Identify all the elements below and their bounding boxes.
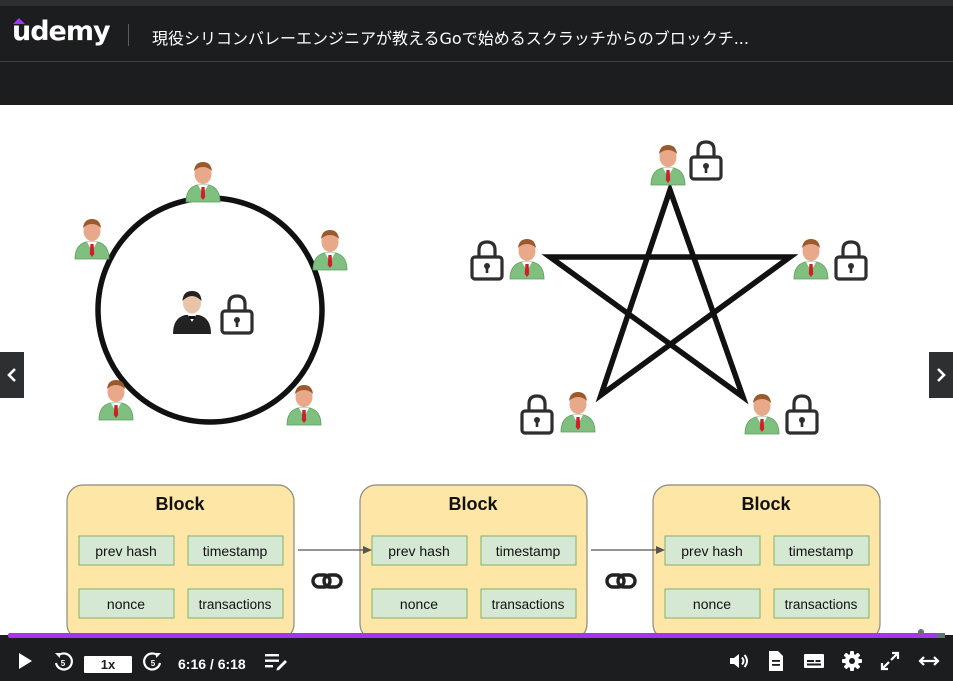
chevron-left-icon (7, 368, 16, 382)
peer-lock-icon (689, 140, 723, 181)
player-controls: 5 1x 5 6:16 / 6:18 (0, 640, 953, 681)
previous-lecture-button[interactable] (0, 352, 24, 398)
progress-handle-icon[interactable] (917, 628, 925, 636)
peer-lock-icon (785, 394, 819, 435)
peer-lock-icon (520, 394, 554, 435)
block-field: timestamp (203, 543, 268, 559)
expand-icon (880, 651, 900, 671)
rewind-5-icon: 5 (54, 652, 73, 671)
captions-icon (804, 654, 824, 668)
lecture-slide: Block prev hash timestamp nonce transact… (0, 105, 953, 635)
block-field: transactions (492, 597, 565, 612)
chain-link-icon (605, 573, 637, 589)
play-button[interactable] (14, 650, 36, 672)
block-field: nonce (107, 596, 145, 612)
block-field: transactions (785, 597, 858, 612)
block-field: nonce (400, 596, 438, 612)
slide-graphic: Block prev hash timestamp nonce transact… (66, 140, 881, 635)
volume-icon (730, 654, 748, 668)
forward-5-icon: 5 (143, 652, 162, 671)
chain-link-icon (311, 573, 343, 589)
peer-lock-icon (834, 240, 868, 281)
playback-speed-button[interactable]: 1x (84, 656, 132, 673)
settings-button[interactable] (840, 650, 864, 672)
rewind-button[interactable]: 5 (52, 650, 74, 672)
forward-button[interactable]: 5 (142, 650, 164, 672)
node-user-icon (74, 218, 110, 260)
notes-button[interactable] (264, 650, 288, 672)
block-card: Block prev hash timestamp nonce transact… (359, 484, 588, 635)
header-divider (128, 24, 129, 46)
theater-mode-button[interactable] (917, 650, 941, 672)
next-lecture-button[interactable] (929, 352, 953, 398)
block-field: prev hash (95, 543, 156, 559)
video-progress-bar[interactable] (8, 633, 940, 638)
peer-user-icon (650, 144, 686, 186)
fullscreen-button[interactable] (879, 650, 901, 672)
peer-user-icon (509, 238, 545, 280)
volume-button[interactable] (727, 650, 751, 672)
block-field: prev hash (388, 543, 449, 559)
block-field: timestamp (789, 543, 854, 559)
add-note-icon (265, 654, 287, 671)
logo-hat-icon (13, 18, 25, 24)
decentralized-network-diagram (470, 140, 868, 435)
block-field: nonce (693, 596, 731, 612)
peer-user-icon (793, 238, 829, 280)
block-title: Block (448, 494, 498, 514)
progress-remaining (937, 633, 945, 638)
centralized-network-diagram (74, 161, 348, 426)
course-title[interactable]: 現役シリコンバレーエンジニアが教えるGoで始めるスクラッチからのブロックチ... (152, 29, 749, 48)
video-time: 6:16 / 6:18 (178, 656, 246, 672)
gear-icon (842, 651, 862, 671)
block-field: prev hash (681, 543, 742, 559)
header-bar: udemy 現役シリコンバレーエンジニアが教えるGoで始めるスクラッチからのブロ… (0, 0, 953, 62)
blockchain-diagram: Block prev hash timestamp nonce transact… (66, 484, 881, 635)
transcript-button[interactable] (765, 650, 787, 672)
node-user-icon (185, 161, 221, 203)
node-user-icon (312, 229, 348, 271)
captions-button[interactable] (802, 650, 826, 672)
block-card: Block prev hash timestamp nonce transact… (66, 484, 295, 635)
udemy-logo[interactable]: udemy (12, 16, 111, 47)
block-arrow (591, 546, 665, 554)
block-title: Block (155, 494, 205, 514)
block-arrow (298, 546, 372, 554)
central-lock-icon (220, 294, 254, 335)
peer-lock-icon (470, 240, 504, 281)
block-field: timestamp (496, 543, 561, 559)
central-admin-icon (173, 291, 211, 334)
block-field: transactions (199, 597, 272, 612)
block-title: Block (741, 494, 791, 514)
svg-text:5: 5 (61, 659, 66, 668)
svg-text:5: 5 (151, 659, 156, 668)
horizontal-expand-icon (918, 656, 940, 666)
peer-user-icon (744, 393, 780, 435)
play-icon (19, 653, 32, 669)
peer-user-icon (560, 391, 596, 433)
node-user-icon (286, 384, 322, 426)
chevron-right-icon (937, 368, 946, 382)
subheader-bar (0, 62, 953, 105)
block-card: Block prev hash timestamp nonce transact… (652, 484, 881, 635)
transcript-icon (769, 651, 783, 671)
